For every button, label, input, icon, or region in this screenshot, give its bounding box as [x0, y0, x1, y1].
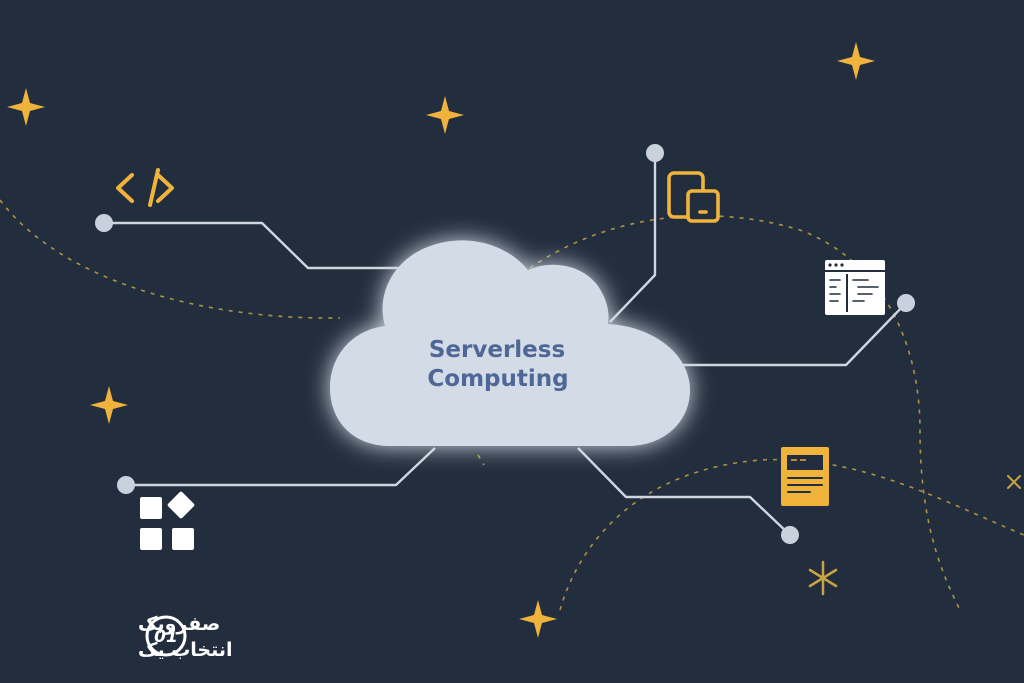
- logo-mark-ring: [145, 615, 187, 657]
- asterisk-icon: [808, 560, 838, 596]
- logo-line2: انتخاب یک: [138, 639, 233, 661]
- node-bottom-left: [117, 476, 135, 494]
- small-cross-icon: [1007, 475, 1021, 489]
- cloud-title-line1: Serverless: [429, 337, 565, 363]
- app-grid-icon: [140, 491, 195, 550]
- cloud: [330, 240, 690, 446]
- sparkle-icon: [519, 600, 557, 638]
- logo-line1: صفرویک: [138, 613, 220, 635]
- sparkles: [7, 42, 875, 638]
- sparkle-icon: [837, 42, 875, 80]
- code-brackets-icon: [116, 168, 174, 207]
- cloud-title-line2: Computing: [427, 366, 568, 392]
- logo-mark: 01: [154, 627, 178, 647]
- connector-nodes: [95, 144, 915, 544]
- connector-lines: [104, 153, 907, 536]
- node-top: [646, 144, 664, 162]
- node-bottom-right: [781, 526, 799, 544]
- sparkle-icon: [90, 386, 128, 424]
- sparkle-icon: [7, 88, 45, 126]
- dashed-orbits: [0, 199, 1024, 611]
- node-right: [897, 294, 915, 312]
- node-top-left: [95, 214, 113, 232]
- mobile-tablet-icon: [667, 171, 720, 223]
- document-icon: [781, 447, 829, 506]
- code-window-icon: [825, 260, 885, 315]
- brand-logo: 01 صفرویک انتخاب یک: [138, 613, 233, 661]
- sparkle-icon: [426, 96, 464, 134]
